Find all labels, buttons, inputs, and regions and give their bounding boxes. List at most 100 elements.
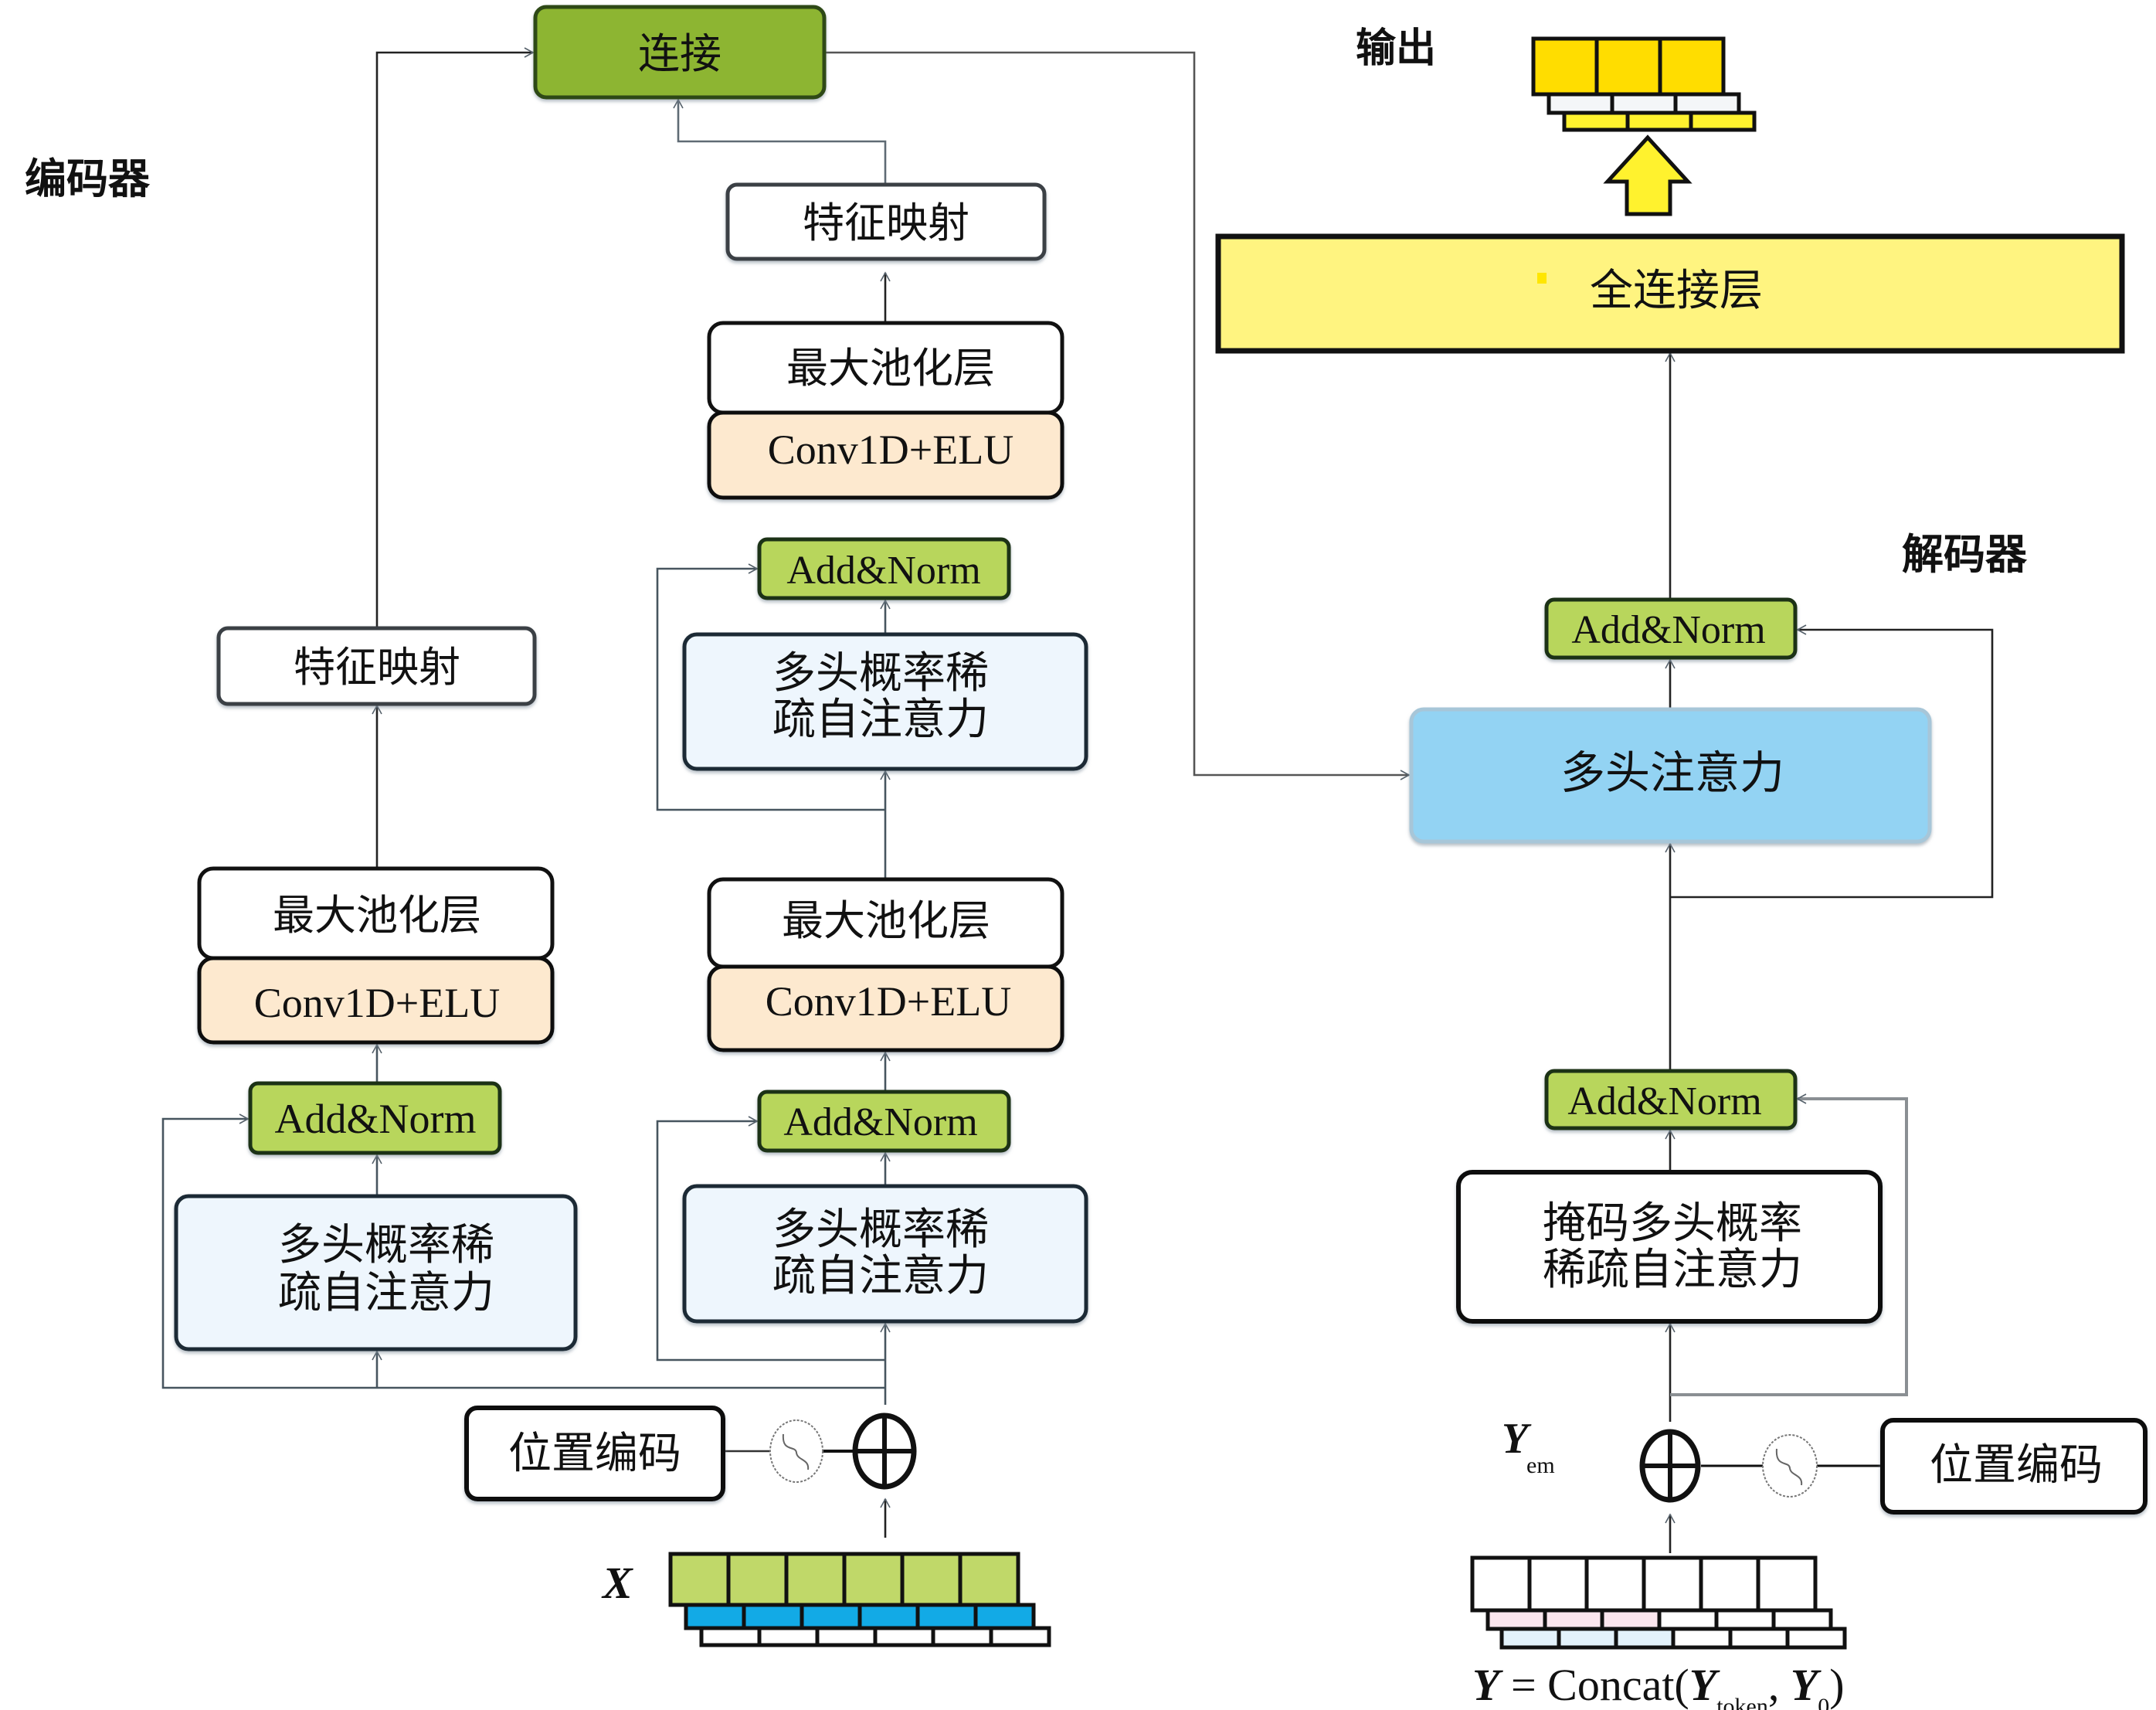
dec-tokens-layer1-cell — [1543, 1608, 1604, 1631]
enc-tokens-layer0-cell — [958, 1552, 1020, 1607]
enc1-attention-block: 多头概率稀 疏自注意力 — [174, 1194, 578, 1351]
encoder-stack-2: 特征映射 最大池化层 Conv1D+ELU Add&Norm 多头概率稀 疏自注… — [682, 182, 1088, 1324]
enc2-attention-top-label-1: 多头概率稀 — [772, 648, 989, 699]
enc-tokens-layer1-cell — [742, 1603, 804, 1630]
dec-tokens-layer0-cell — [1470, 1555, 1532, 1613]
enc1-add-norm-label: Add&Norm — [275, 1096, 477, 1142]
enc-tokens-layer2-cell — [699, 1626, 762, 1647]
enc2-conv-top-label: Conv1D+ELU — [768, 427, 1013, 473]
enc2-conv-bottom-block: Conv1D+ELU — [707, 964, 1064, 1052]
enc2-conv-bottom-label: Conv1D+ELU — [766, 978, 1011, 1025]
dec-multi-head-attention-block: 多头注意力 — [1409, 707, 1932, 844]
enc-input-tokens — [668, 1552, 1051, 1647]
encoder-input: 位置编码 X — [464, 1406, 1051, 1647]
dec-tokens-layer1-cell — [1771, 1608, 1833, 1631]
y-em-label: Y em — [1502, 1415, 1555, 1478]
enc2-add-norm-top-block: Add&Norm — [757, 537, 1011, 600]
enc2-feature-to-concat-line — [673, 98, 887, 185]
dec-multi-head-attention-label: 多头注意力 — [1560, 746, 1784, 799]
enc-add-plus-icon — [852, 1413, 917, 1490]
connectors — [161, 47, 1994, 1553]
out-tokens-layer1-cell — [1547, 92, 1614, 115]
output-arrow-icon — [1603, 134, 1693, 216]
enc-tokens-layer2-cell — [931, 1626, 993, 1647]
dec-tokens-layer2-cell — [1671, 1627, 1733, 1650]
enc2-feature-map-label: 特征映射 — [803, 199, 969, 247]
enc2-add-norm-bottom-block: Add&Norm — [757, 1090, 1011, 1153]
dec-tokens-layer2-cell — [1499, 1627, 1561, 1650]
dec-add-norm-bottom-block: Add&Norm — [1544, 1069, 1798, 1130]
enc-tokens-layer1-cell — [684, 1603, 746, 1630]
enc-tokens-layer2-cell — [989, 1626, 1051, 1647]
enc2-attention-top-block: 多头概率稀 疏自注意力 — [682, 632, 1088, 771]
formula-token-subscript: token — [1716, 1694, 1768, 1710]
enc-tokens-layer1-cell — [800, 1603, 862, 1630]
concat-formula: Y = Concat(Ytoken, Y0) — [1472, 1660, 1845, 1710]
dec-tokens-layer2-cell — [1614, 1627, 1676, 1650]
y-em-main: Y — [1502, 1415, 1532, 1463]
enc1-residual-line — [161, 1113, 885, 1389]
out-tokens-layer2-cell — [1562, 110, 1630, 132]
y-em-subscript: em — [1526, 1453, 1555, 1478]
dec-tokens-layer0-cell — [1584, 1555, 1646, 1613]
output-tokens — [1531, 36, 1757, 132]
enc1-max-pool-block: 最大池化层 — [197, 866, 555, 960]
enc1-attention-label-2: 疏自注意力 — [278, 1268, 494, 1318]
enc1-conv-block: Conv1D+ELU — [197, 956, 555, 1045]
enc1-max-pool-label: 最大池化层 — [273, 891, 481, 940]
enc2-feature-map-block: 特征映射 — [725, 182, 1047, 261]
fc-layer-label: 全连接层 — [1590, 266, 1763, 316]
concat-block: 连接 — [533, 5, 827, 100]
dec-tokens-layer0-cell — [1642, 1555, 1703, 1613]
enc2-max-pool-bottom-label: 最大池化层 — [782, 896, 990, 945]
enc1-conv-label: Conv1D+ELU — [254, 980, 500, 1026]
out-tokens-layer1-cell — [1610, 92, 1678, 115]
dec-tokens-layer2-cell — [1728, 1627, 1790, 1650]
dec-positional-encoding-label: 位置编码 — [1930, 1440, 2103, 1491]
enc2-add-norm-bottom-label: Add&Norm — [783, 1100, 977, 1144]
x-input-label: X — [601, 1558, 633, 1608]
enc1-to-concat-line — [375, 47, 535, 628]
enc2-max-pool-top-block: 最大池化层 — [707, 321, 1064, 415]
encoder-section-label: 编码器 — [25, 155, 151, 203]
out-tokens-layer1-cell — [1673, 92, 1741, 115]
dec-tokens-layer2-cell — [1557, 1627, 1618, 1650]
dec-tokens-layer1-cell — [1657, 1608, 1719, 1631]
enc1-feature-map-block: 特征映射 — [216, 626, 537, 706]
dec-tokens-layer1-cell — [1600, 1608, 1662, 1631]
enc2-add-norm-top-label: Add&Norm — [786, 549, 980, 593]
output-label: 输出 — [1356, 25, 1436, 72]
dec-add-norm-top-label: Add&Norm — [1571, 608, 1765, 652]
dec-positional-encoding-block: 位置编码 — [1880, 1418, 2148, 1515]
formula-y0: Y — [1791, 1660, 1822, 1710]
enc2-max-pool-top-label: 最大池化层 — [786, 344, 995, 393]
out-tokens-layer2-cell — [1625, 110, 1693, 132]
enc1-feature-map-label: 特征映射 — [294, 643, 460, 692]
formula-close-paren: ) — [1829, 1660, 1844, 1710]
decoder: Add&Norm 多头注意力 Add&Norm 掩码多头概率 稀疏自注意力 位置… — [1409, 597, 2148, 1710]
enc-tokens-layer2-cell — [757, 1626, 820, 1647]
enc-tokens-layer2-cell — [815, 1626, 878, 1647]
out-tokens-layer0-cell — [1594, 36, 1662, 97]
formula-concat: = Concat( — [1499, 1660, 1689, 1710]
dec-add-plus-icon — [1639, 1429, 1701, 1503]
enc2-attention-bottom-block: 多头概率稀 疏自注意力 — [682, 1184, 1088, 1324]
dec-tokens-layer0-cell — [1699, 1555, 1760, 1613]
formula-comma: , — [1768, 1660, 1791, 1710]
enc-positional-encoding-label: 位置编码 — [508, 1429, 681, 1479]
dec-masked-attention-label-1: 掩码多头概率 — [1543, 1198, 1802, 1249]
enc1-attention-label-1: 多头概率稀 — [278, 1220, 494, 1270]
dec-residual-top-line — [1670, 624, 1994, 899]
enc2-attention-top-label-2: 疏自注意力 — [772, 695, 989, 745]
out-tokens-layer0-cell — [1531, 36, 1599, 97]
enc2-residual-top-line — [656, 563, 885, 811]
enc-sine-icon — [769, 1419, 823, 1483]
concat-to-decoder-line — [824, 51, 1411, 780]
formula-y-token: Y — [1689, 1660, 1720, 1710]
dec-tokens-layer2-cell — [1785, 1627, 1847, 1650]
dec-masked-attention-block: 掩码多头概率 稀疏自注意力 — [1456, 1170, 1883, 1324]
dec-tokens-layer1-cell — [1485, 1608, 1547, 1631]
svg-text:Y = Concat(Ytoken, Y0): Y = Concat(Ytoken, Y0) — [1472, 1660, 1845, 1710]
dec-residual-bottom-line — [1670, 1093, 1908, 1396]
